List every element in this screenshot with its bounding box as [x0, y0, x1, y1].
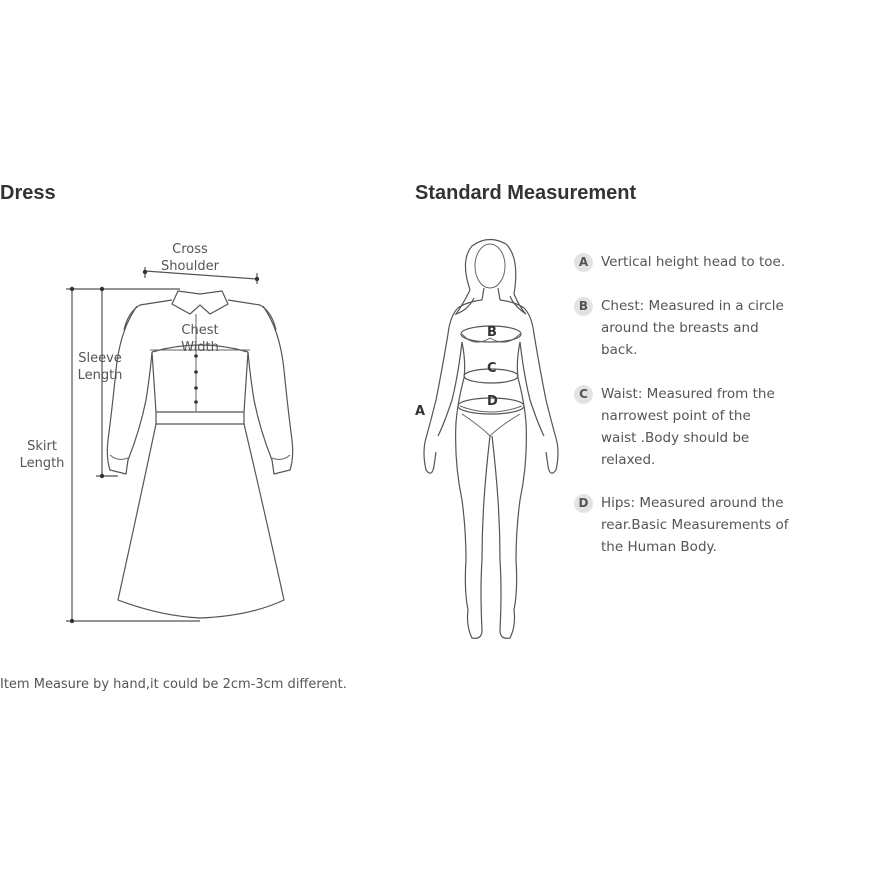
- standard-measurement-heading: Standard Measurement: [415, 182, 637, 204]
- cross-shoulder-label-line1: Cross: [172, 242, 208, 257]
- dress-heading: Dress: [0, 182, 56, 204]
- legend-text-c: Waist: Measured from the narrowest point…: [601, 386, 775, 468]
- chest-width-label-line1: Chest: [181, 323, 219, 338]
- dress-diagram: [66, 267, 294, 624]
- chest-width-label-line2: Width: [181, 340, 219, 355]
- skirt-length-label: Skirt Length: [14, 438, 70, 472]
- chest-width-label: Chest Width: [170, 322, 230, 356]
- skirt-length-measure-line: [66, 286, 200, 624]
- marker-d: D: [487, 394, 498, 409]
- legend-badge-b: B: [574, 297, 593, 316]
- cross-shoulder-label: Cross Shoulder: [160, 241, 220, 275]
- body-outline: [423, 238, 559, 639]
- legend-badge-d: D: [574, 494, 593, 513]
- dress-outline: [106, 290, 294, 619]
- legend-badge-c: C: [574, 385, 593, 404]
- legend-badge-a: A: [574, 253, 593, 272]
- sleeve-length-measure-line: [96, 286, 118, 479]
- skirt-length-label-line2: Length: [19, 456, 65, 471]
- measurement-note: Item Measure by hand,it could be 2cm-3cm…: [0, 677, 347, 692]
- legend-text-b: Chest: Measured in a circle around the b…: [601, 298, 784, 358]
- marker-c: C: [487, 361, 497, 376]
- sleeve-length-label: Sleeve Length: [72, 350, 128, 384]
- marker-b: B: [487, 325, 497, 340]
- body-figure-diagram: B C D: [423, 238, 559, 639]
- legend-text-a: Vertical height head to toe.: [601, 254, 786, 270]
- sleeve-length-label-line1: Sleeve: [78, 351, 122, 366]
- marker-a: A: [415, 404, 426, 419]
- skirt-length-label-line1: Skirt: [27, 439, 57, 454]
- cross-shoulder-label-line2: Shoulder: [161, 259, 219, 274]
- cross-shoulder-measure-line: [142, 267, 260, 284]
- legend-text-d: Hips: Measured around the rear.Basic Mea…: [601, 495, 789, 555]
- sleeve-length-label-line2: Length: [77, 368, 123, 383]
